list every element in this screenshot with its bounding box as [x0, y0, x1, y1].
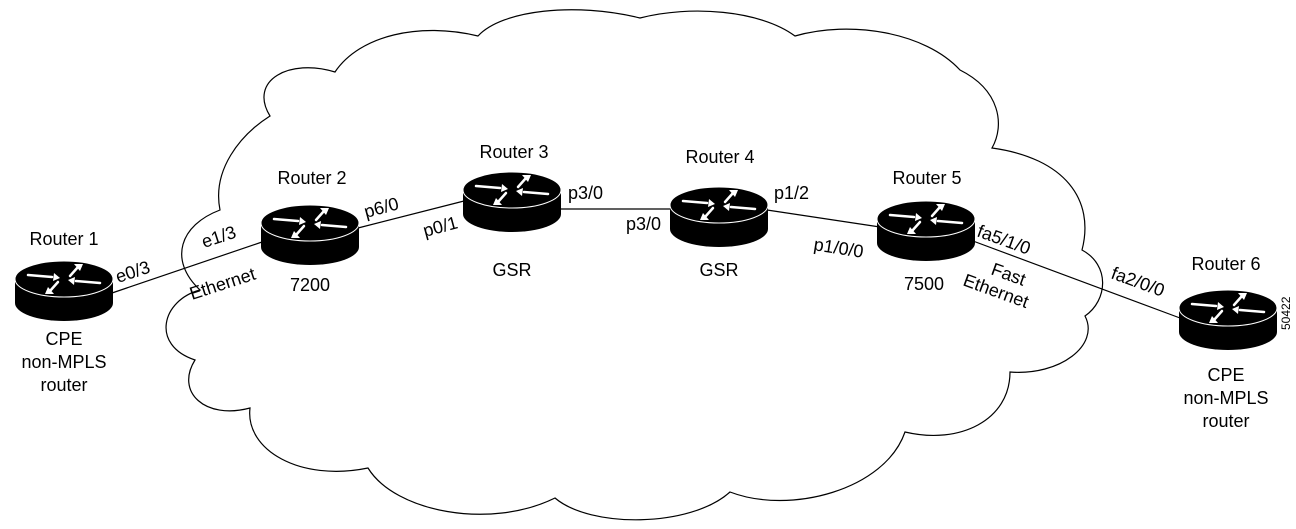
link-type-ethernet: Ethernet [187, 264, 258, 304]
iface-r5-p100: p1/0/0 [812, 234, 865, 262]
router-icon [461, 170, 563, 234]
iface-r1-e03: e0/3 [113, 257, 153, 287]
link-r4-r5 [766, 209, 881, 228]
router-3-desc-line: GSR [492, 260, 531, 280]
iface-r4-p12: p1/2 [774, 183, 809, 203]
iface-r4-p30: p3/0 [626, 214, 661, 234]
router-4-desc-line: GSR [699, 260, 738, 280]
link-r5-r6 [972, 240, 1181, 319]
router-1-title: Router 1 [29, 229, 98, 249]
router-5-title: Router 5 [892, 168, 961, 188]
link-r2-r3 [357, 200, 465, 229]
router-icon [668, 185, 770, 249]
router-3-title: Router 3 [479, 142, 548, 162]
router-1-desc-line: CPE [45, 329, 82, 349]
router-icon [875, 199, 977, 263]
router-4-title: Router 4 [685, 147, 754, 167]
links [111, 200, 1181, 319]
router-6-desc-line: non-MPLS [1183, 388, 1268, 408]
router-1-desc-line: router [40, 375, 87, 395]
router-icon [1177, 288, 1279, 352]
router-icon [13, 259, 115, 323]
router-1-desc-line: non-MPLS [21, 352, 106, 372]
router-2-desc-line: 7200 [290, 275, 330, 295]
router-6-title: Router 6 [1191, 254, 1260, 274]
iface-r3-p01: p0/1 [421, 212, 460, 240]
figure-id: 50422 [1279, 296, 1293, 330]
router-2-title: Router 2 [277, 168, 346, 188]
link-r1-r2 [111, 241, 263, 294]
router-6-desc-line: router [1202, 411, 1249, 431]
router-5-desc-line: 7500 [904, 274, 944, 294]
mpls-cloud [165, 9, 1104, 521]
iface-r3-p30: p3/0 [568, 183, 603, 203]
router-icon [259, 203, 361, 267]
router-6-desc-line: CPE [1207, 365, 1244, 385]
iface-r2-p60: p6/0 [362, 193, 401, 221]
iface-r2-e13: e1/3 [199, 222, 239, 252]
